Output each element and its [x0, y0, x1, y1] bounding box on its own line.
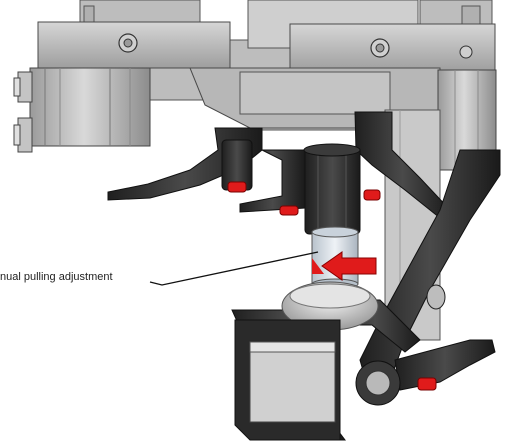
left-cylinder [29, 67, 151, 147]
bottom-clamp-jaw [234, 319, 341, 441]
lower-roller [281, 281, 379, 331]
callout-label: nual pulling adjustment [0, 271, 113, 283]
direction-arrow [312, 251, 377, 281]
adjustment-nut [303, 143, 361, 235]
red-tips [227, 181, 437, 391]
callout-leader-line [149, 251, 319, 286]
hinge-bolts [118, 33, 473, 59]
fittings [13, 71, 33, 153]
